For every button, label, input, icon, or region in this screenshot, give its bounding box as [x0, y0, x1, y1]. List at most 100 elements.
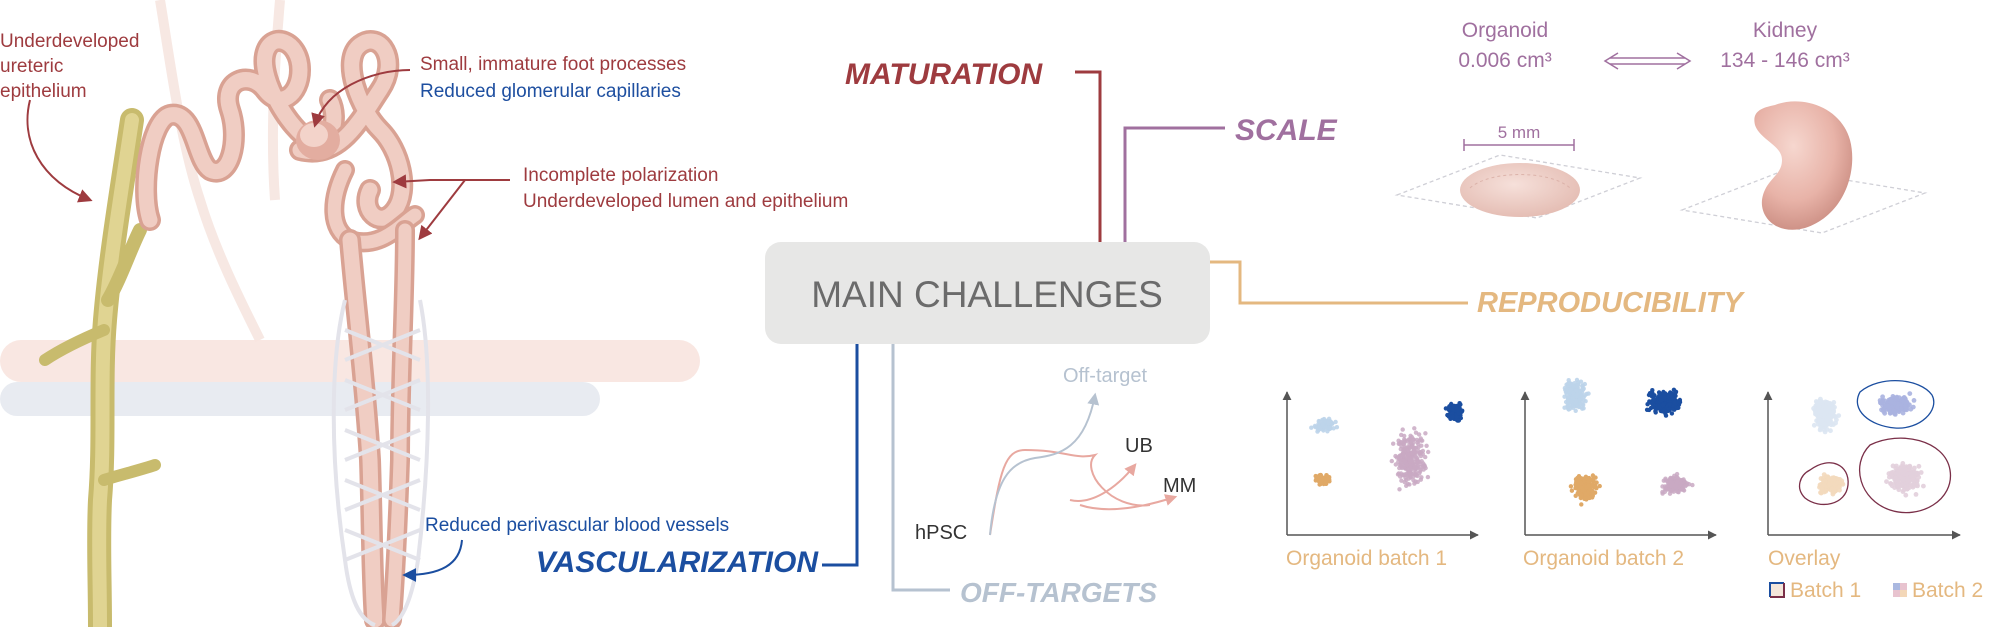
- p2-cluster-orange: [1568, 473, 1602, 507]
- scatter-point: [1573, 398, 1579, 403]
- scatter-point: [1663, 409, 1669, 414]
- scatter-point: [1399, 478, 1404, 483]
- p1-cluster-mauve: [1389, 426, 1431, 492]
- foot-process-note: Small, immature foot processes: [420, 54, 686, 75]
- legend-batch-2: Batch 2: [1912, 579, 1983, 602]
- maturation-annotations: Underdeveloped ureteric epithelium Small…: [0, 31, 848, 241]
- scatter-point: [1818, 426, 1823, 431]
- scatter-point: [1884, 479, 1889, 484]
- scatter-point: [1583, 474, 1589, 479]
- scatter-point: [1391, 441, 1396, 446]
- p1-cluster-orange: [1313, 472, 1332, 487]
- scatter-point: [1895, 471, 1901, 476]
- scatter-point: [1583, 399, 1588, 404]
- main-challenges-label: MAIN CHALLENGES: [811, 274, 1163, 315]
- scatter-point: [1578, 485, 1584, 490]
- scatter-point: [1569, 399, 1575, 404]
- scatter-point: [1573, 408, 1578, 413]
- ureteric-note-line1: Underdeveloped: [0, 31, 139, 52]
- scatter-point: [1454, 414, 1460, 419]
- scatter-point: [1459, 409, 1465, 414]
- scatter-point: [1835, 480, 1840, 485]
- scatter-point: [1590, 493, 1596, 498]
- hpsc-label: hPSC: [915, 522, 967, 544]
- scatter-point: [1823, 422, 1829, 427]
- scatter-point: [1910, 404, 1916, 410]
- scatter-point: [1908, 471, 1914, 477]
- scatter-point: [1415, 479, 1420, 485]
- scatter-point: [1912, 465, 1917, 471]
- scatter-point: [1897, 483, 1903, 489]
- scale-comparison: Organoid 0.006 cm³ Kidney 134 - 146 cm³ …: [1394, 19, 1928, 234]
- scatter-point: [1672, 400, 1677, 405]
- scatter-point: [1404, 462, 1410, 468]
- scatter-point: [1678, 481, 1684, 486]
- scatter-point: [1326, 476, 1331, 481]
- scatter-point: [1590, 476, 1596, 481]
- scatter-point: [1410, 459, 1415, 464]
- panel-1-label: Organoid batch 1: [1286, 547, 1447, 570]
- vascular-annotation: Reduced perivascular blood vessels: [402, 515, 729, 582]
- vascular-arrow: [402, 539, 463, 582]
- scatter-point: [1670, 488, 1675, 493]
- scatter-point: [1586, 391, 1591, 396]
- scatter-point: [1415, 460, 1420, 465]
- p2-cluster-navy: [1644, 387, 1683, 418]
- scatter-point: [1419, 475, 1424, 480]
- scatter-point: [1826, 482, 1832, 487]
- scatter-point: [1829, 402, 1834, 407]
- scatter-point: [1419, 438, 1424, 443]
- scatter-point: [1908, 482, 1913, 488]
- capillary-mesh: [331, 299, 431, 627]
- scatter-point: [1328, 419, 1334, 425]
- scatter-point: [1822, 409, 1828, 415]
- scatter-point: [1833, 420, 1838, 426]
- scatter-point: [1413, 430, 1419, 435]
- scatter-point: [1888, 470, 1894, 476]
- scatter-layer: [1309, 377, 1926, 507]
- scatter-point: [1579, 394, 1585, 399]
- ureteric-note-line3: epithelium: [0, 81, 87, 102]
- scatter-point: [1405, 473, 1410, 478]
- scatter-point: [1398, 462, 1404, 467]
- scatter-point: [1399, 452, 1404, 458]
- legend-batch-1: Batch 1: [1790, 579, 1861, 602]
- scatter-point: [1407, 482, 1412, 487]
- scatter-point: [1894, 404, 1900, 410]
- scatter-point: [1650, 388, 1655, 393]
- scatter-point: [1581, 386, 1586, 391]
- batch-2-swatch-icon: [1893, 583, 1900, 590]
- scatter-point: [1313, 473, 1318, 479]
- scatter-point: [1893, 466, 1899, 471]
- scatter-point: [1819, 487, 1825, 493]
- glomerulus-arrow: [311, 69, 411, 128]
- scatter-point: [1574, 388, 1580, 393]
- scatter-point: [1585, 479, 1591, 484]
- scatter-point: [1424, 443, 1429, 448]
- connectors: [822, 70, 1468, 592]
- mm-branch: [1079, 494, 1178, 511]
- scatter-point: [1419, 459, 1424, 464]
- polarization-note: Incomplete polarization: [523, 165, 718, 186]
- scatter-point: [1667, 491, 1673, 496]
- scatter-point: [1411, 471, 1417, 476]
- scatter-point: [1901, 487, 1907, 493]
- scatter-point: [1402, 448, 1407, 453]
- scatter-point: [1828, 410, 1834, 416]
- scatter-point: [1913, 492, 1919, 497]
- scatter-point: [1660, 402, 1666, 408]
- panel-2-axes: [1520, 391, 1717, 540]
- vascular-connector: [822, 344, 859, 567]
- scatter-point: [1889, 400, 1894, 405]
- scatter-point: [1334, 425, 1340, 430]
- scatter-point: [1423, 431, 1428, 436]
- scalebar-label: 5 mm: [1498, 123, 1541, 142]
- organoid-volume: 0.006 cm³: [1458, 49, 1551, 72]
- scale-heading: SCALE: [1235, 114, 1338, 147]
- reproducibility-connector: [1210, 260, 1468, 305]
- main-challenges-box: MAIN CHALLENGES: [765, 242, 1210, 344]
- glomerulus: [296, 120, 340, 160]
- scatter-point: [1916, 463, 1922, 469]
- vascular-note: Reduced perivascular blood vessels: [425, 515, 729, 536]
